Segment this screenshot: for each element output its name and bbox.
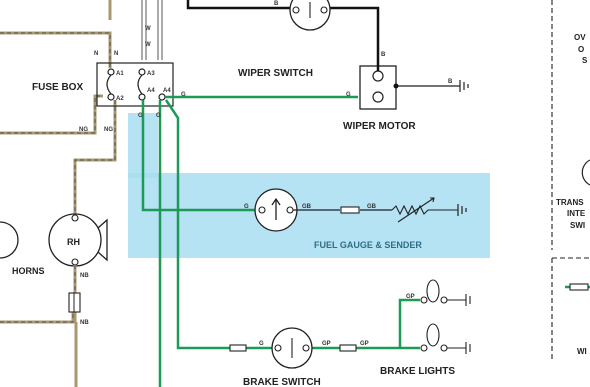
wire-code-gb1: GB <box>302 204 312 210</box>
fuse-box-label: FUSE BOX <box>32 82 83 93</box>
wire-code-nb2: NB <box>80 320 89 326</box>
brake-connector-2 <box>339 344 357 352</box>
brake-light-lower <box>420 323 471 354</box>
wire-code-g-motor: G <box>346 92 351 98</box>
fuel-gauge-label: FUEL GAUGE & SENDER <box>314 240 422 250</box>
wire-code-ng1: NG <box>79 127 88 133</box>
brake-lights-label: BRAKE LIGHTS <box>380 366 455 377</box>
right-panel-bottom: WI <box>577 347 587 356</box>
brake-light-upper <box>420 279 471 306</box>
green-wires <box>141 95 420 387</box>
wire-code-w1: W <box>145 26 151 32</box>
right-panel <box>551 0 590 360</box>
horn-left-partial <box>0 221 19 259</box>
wire-code-n1: N <box>94 51 98 57</box>
right-panel-switch <box>581 159 590 186</box>
ground-motor <box>459 80 469 92</box>
wire-code-b-switch: B <box>274 1 279 7</box>
horns-label: HORNS <box>12 266 45 276</box>
terminal-a4-2: A4 <box>163 88 171 94</box>
wire-code-nb1: NB <box>80 273 89 279</box>
wire-code-ng2: NG <box>104 127 113 133</box>
wire-code-g-brake: G <box>259 341 264 347</box>
brake-connector-1 <box>229 344 247 352</box>
wire-code-b-ground: B <box>448 79 453 85</box>
right-panel-trans-2: INTE <box>567 209 586 218</box>
wire-code-g3: G <box>181 92 186 98</box>
wiper-motor-label: WIPER MOTOR <box>343 121 416 132</box>
wire-code-gb2: GB <box>367 204 377 210</box>
black-wire <box>186 0 380 60</box>
ng-wire-dash <box>74 100 116 215</box>
right-panel-trans-3: SWI <box>570 221 585 230</box>
right-panel-text-2: O <box>578 45 584 54</box>
fuel-sender <box>391 204 458 216</box>
gauge-connector <box>340 206 360 214</box>
tan-wires <box>0 0 112 387</box>
wire-code-w2: W <box>145 42 151 48</box>
wire-code-g2: G <box>156 113 161 119</box>
gauge-needle <box>271 197 281 220</box>
ground-gauge <box>457 204 467 216</box>
wire-code-g1: G <box>138 113 143 119</box>
wire-code-g-gauge: G <box>244 204 249 210</box>
wire-code-gp3: GP <box>406 294 415 300</box>
wiper-switch-label: WIPER SWITCH <box>238 68 313 79</box>
right-panel-text-1: OV <box>574 33 586 42</box>
wire-code-gp2: GP <box>360 341 369 347</box>
brake-switch-label: BRAKE SWITCH <box>243 377 321 387</box>
wire-code-gp1: GP <box>322 341 331 347</box>
tan-wires-dashes <box>0 32 111 323</box>
rh-label: RH <box>67 237 80 247</box>
fuse-left <box>106 68 115 101</box>
terminal-a3: A3 <box>147 71 155 77</box>
fuel-gauge-highlight <box>128 173 490 258</box>
fuse-box <box>96 62 174 107</box>
right-panel-text-3: S <box>582 56 588 65</box>
wire-code-b-motor: B <box>381 52 386 58</box>
terminal-a2: A2 <box>116 96 124 102</box>
wire-code-n2: N <box>114 51 118 57</box>
white-wires <box>141 0 163 60</box>
right-panel-trans-1: TRANS <box>556 198 584 207</box>
terminal-a4-1: A4 <box>147 88 155 94</box>
terminal-a1: A1 <box>116 71 124 77</box>
